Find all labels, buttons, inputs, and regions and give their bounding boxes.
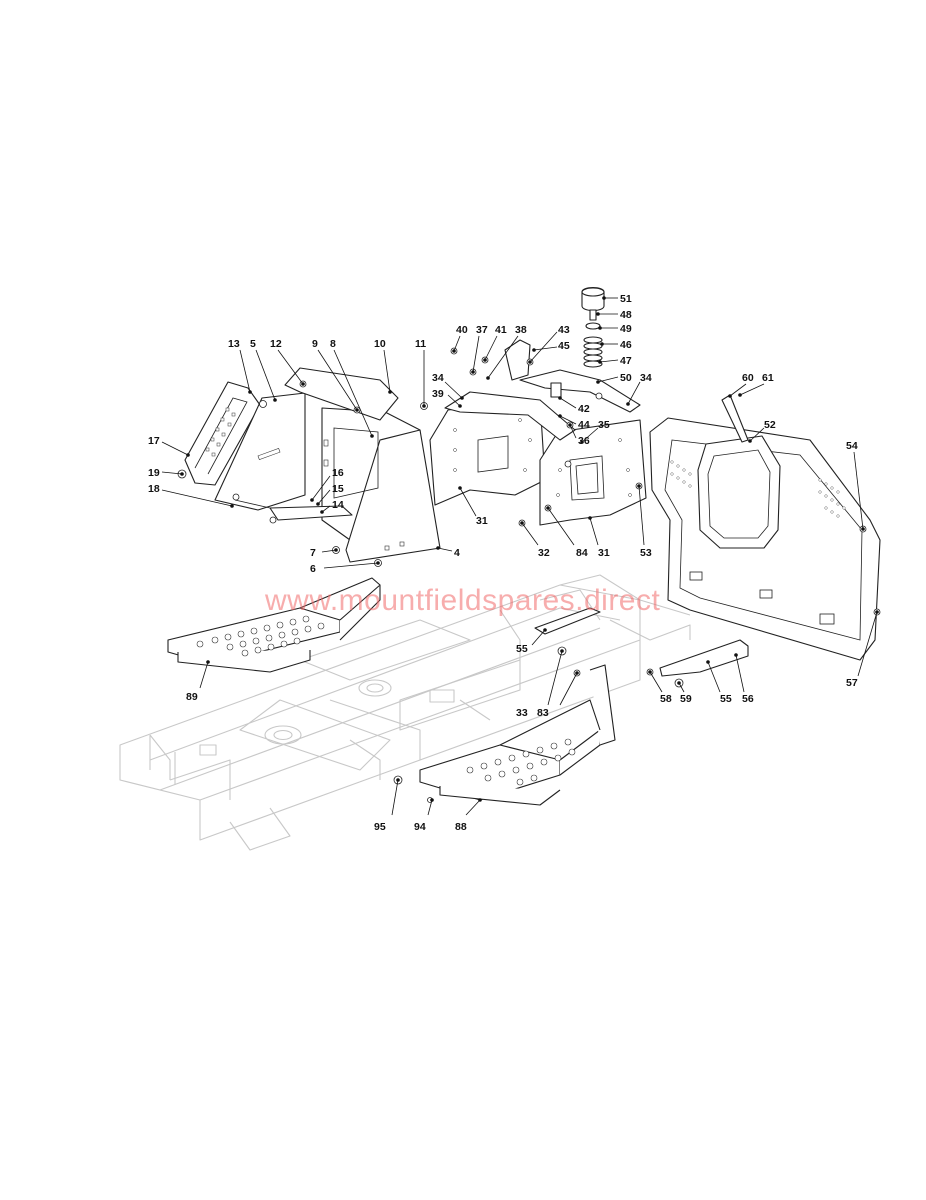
center-panel-right xyxy=(539,419,647,526)
callout-5: 5 xyxy=(250,338,256,350)
callout-layer: 51 48 49 46 47 50 34 43 45 40 37 41 xyxy=(148,293,879,833)
cross-bar xyxy=(234,499,353,521)
callout-13: 13 xyxy=(228,338,240,350)
lever-rod xyxy=(721,394,749,443)
callout-43: 43 xyxy=(558,324,570,336)
seat-spring-assembly xyxy=(581,286,605,368)
callout-38: 38 xyxy=(515,324,527,336)
callout-31-right: 31 xyxy=(598,547,610,559)
callout-12: 12 xyxy=(270,338,282,350)
callout-60: 60 xyxy=(742,372,754,384)
callout-44: 44 xyxy=(578,419,590,431)
callout-39: 39 xyxy=(432,388,444,400)
callout-49: 49 xyxy=(620,323,632,335)
rear-fender-cover xyxy=(649,417,881,661)
callout-41: 41 xyxy=(495,324,507,336)
callout-34-right: 34 xyxy=(640,372,652,384)
callout-88: 88 xyxy=(455,821,467,833)
callout-6: 6 xyxy=(310,563,316,575)
callout-19: 19 xyxy=(148,467,160,479)
callout-57: 57 xyxy=(846,677,858,689)
callout-48: 48 xyxy=(620,309,632,321)
callout-47: 47 xyxy=(620,355,632,367)
callout-46: 46 xyxy=(620,339,632,351)
watermark: www.mountfieldspares.direct xyxy=(264,584,660,617)
callout-58: 58 xyxy=(660,693,672,705)
upper-brackets xyxy=(444,339,641,441)
callout-89: 89 xyxy=(186,691,198,703)
callout-36: 36 xyxy=(578,435,590,447)
callout-52: 52 xyxy=(764,419,776,431)
callout-9: 9 xyxy=(312,338,318,350)
callout-32: 32 xyxy=(538,547,550,559)
seat-support-box xyxy=(284,367,441,563)
left-side-cover xyxy=(184,381,306,511)
callout-10: 10 xyxy=(374,338,386,350)
callout-53: 53 xyxy=(640,547,652,559)
callout-35: 35 xyxy=(598,419,610,431)
callout-83: 83 xyxy=(537,707,549,719)
callout-55-right: 55 xyxy=(720,693,732,705)
callout-45: 45 xyxy=(558,340,570,352)
callout-31-left: 31 xyxy=(476,515,488,527)
callout-94: 94 xyxy=(414,821,426,833)
callout-37: 37 xyxy=(476,324,488,336)
mounting-brackets xyxy=(534,607,749,677)
callout-8: 8 xyxy=(330,338,336,350)
callout-42: 42 xyxy=(578,403,590,415)
callout-59: 59 xyxy=(680,693,692,705)
center-panel-left xyxy=(429,399,546,506)
callout-7: 7 xyxy=(310,547,316,559)
callout-84: 84 xyxy=(576,547,588,559)
callout-18: 18 xyxy=(148,483,160,495)
callout-14: 14 xyxy=(332,499,344,511)
left-footplate xyxy=(167,577,381,673)
callout-11: 11 xyxy=(415,338,426,350)
callout-4: 4 xyxy=(454,547,460,559)
callout-55-left: 55 xyxy=(516,643,528,655)
callout-17: 17 xyxy=(148,435,160,447)
callout-61: 61 xyxy=(762,372,774,384)
callout-15: 15 xyxy=(332,483,344,495)
callout-54: 54 xyxy=(846,440,858,452)
callout-40: 40 xyxy=(456,324,468,336)
callout-34-left: 34 xyxy=(432,372,444,384)
chassis-frame-ghost xyxy=(119,574,691,851)
right-footplate xyxy=(419,664,616,806)
callout-56: 56 xyxy=(742,693,754,705)
callout-51: 51 xyxy=(620,293,632,305)
callout-16: 16 xyxy=(332,467,344,479)
callout-50: 50 xyxy=(620,372,632,384)
callout-33: 33 xyxy=(516,707,528,719)
callout-95: 95 xyxy=(374,821,386,833)
